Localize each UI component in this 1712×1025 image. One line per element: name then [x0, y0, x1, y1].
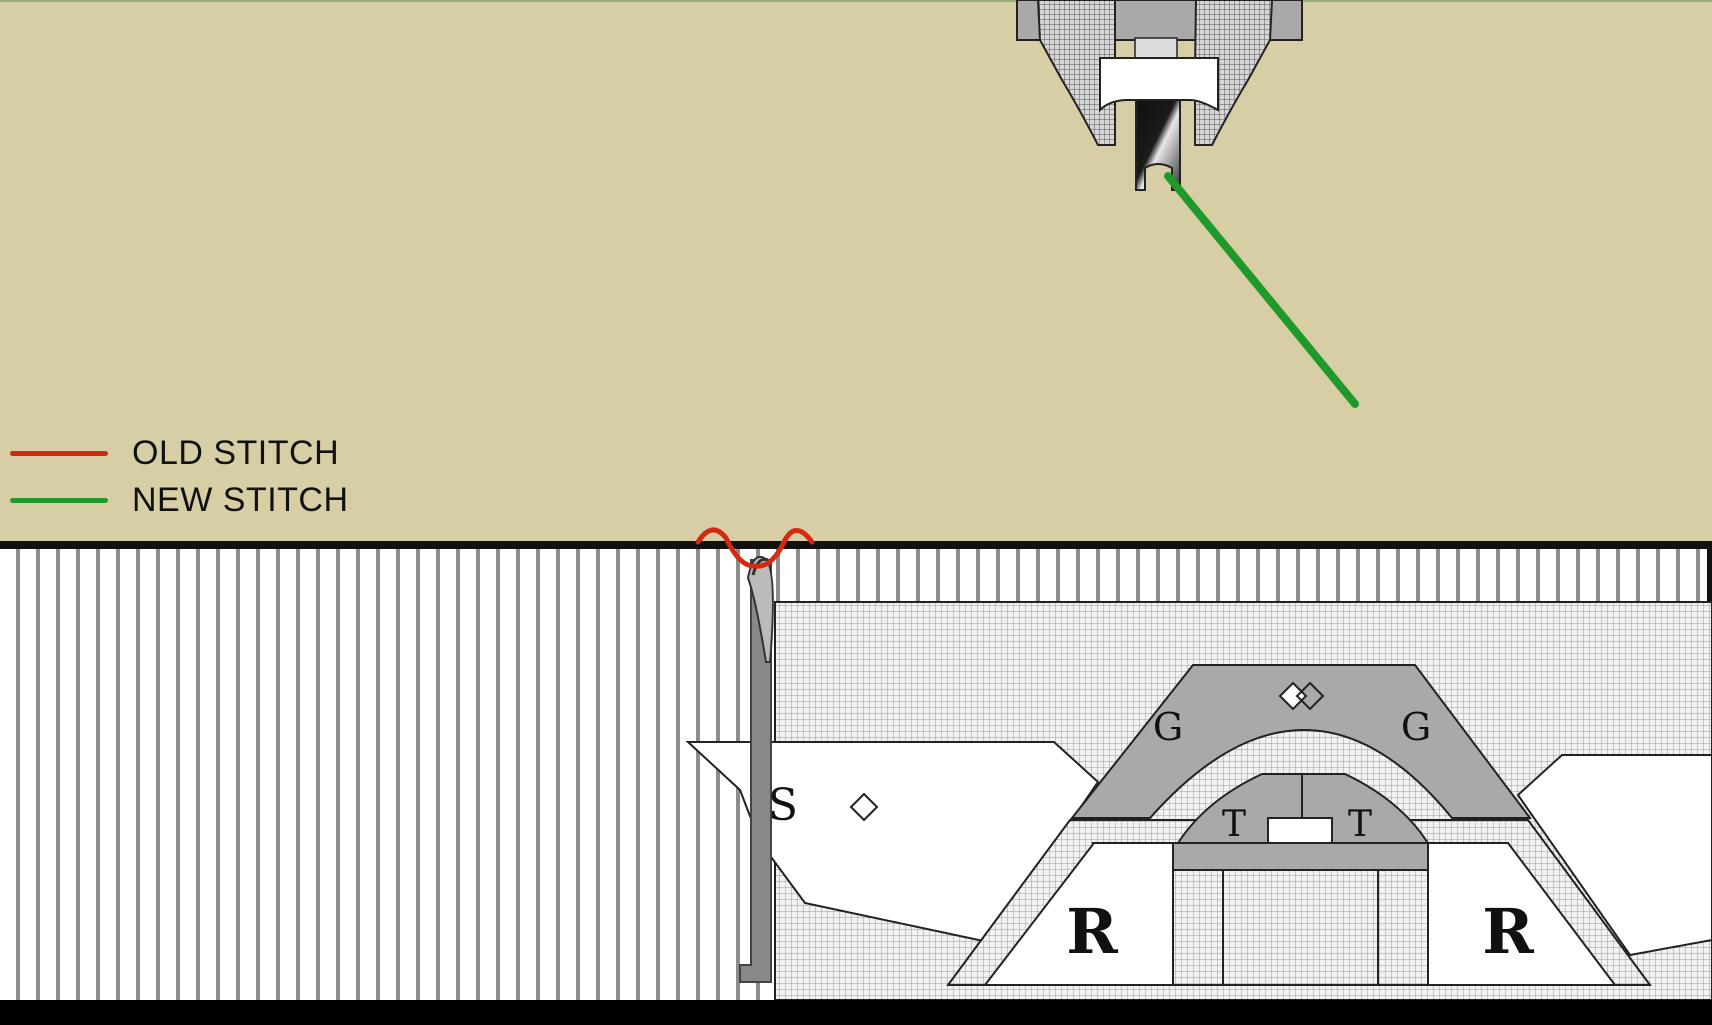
needle-latch — [746, 556, 774, 663]
label-raise-right: R — [1482, 895, 1534, 968]
bottom-bar — [0, 1000, 1712, 1025]
new-stitch-swatch — [10, 497, 108, 503]
old-stitch-label: OLD STITCH — [132, 433, 340, 472]
diamond-marker-guide-b — [1295, 681, 1325, 711]
yarn-feeder — [1016, 0, 1303, 191]
old-stitch-yarn — [695, 527, 815, 569]
feeder-left-jaw — [1036, 0, 1116, 146]
label-guide-right: G — [1401, 705, 1431, 749]
feeder-clamp — [1099, 57, 1219, 113]
raise-cam-right — [1427, 842, 1618, 986]
needle-bed-right-edge — [1707, 549, 1712, 605]
right-post — [1377, 869, 1429, 986]
right-stitch-cam — [1516, 754, 1712, 957]
needle-hook — [751, 557, 769, 576]
label-stitch-cam: S — [768, 780, 798, 831]
new-stitch-yarn — [1164, 172, 1359, 408]
top-cam-notch — [1267, 817, 1333, 843]
label-top-left: T — [1222, 804, 1246, 845]
diamond-marker-left — [849, 792, 879, 822]
needle-bed-top-line — [0, 541, 1712, 549]
raise-cam-left — [982, 842, 1174, 986]
stitch-cam — [685, 741, 1100, 944]
label-guide-left: G — [1153, 705, 1183, 749]
guide-cam — [1069, 664, 1533, 819]
feeder-stem — [1134, 37, 1178, 59]
old-stitch-swatch — [10, 450, 108, 456]
upper-background — [0, 0, 1712, 544]
label-raise-left: R — [1066, 895, 1118, 968]
legend-old-stitch: OLD STITCH — [10, 431, 350, 475]
top-edge-line — [0, 0, 1712, 2]
new-stitch-label: NEW STITCH — [132, 480, 349, 519]
label-top-right: T — [1348, 804, 1372, 845]
legend-new-stitch: NEW STITCH — [10, 478, 350, 522]
left-post — [1172, 869, 1224, 986]
feeder-nozzle — [1135, 99, 1181, 191]
